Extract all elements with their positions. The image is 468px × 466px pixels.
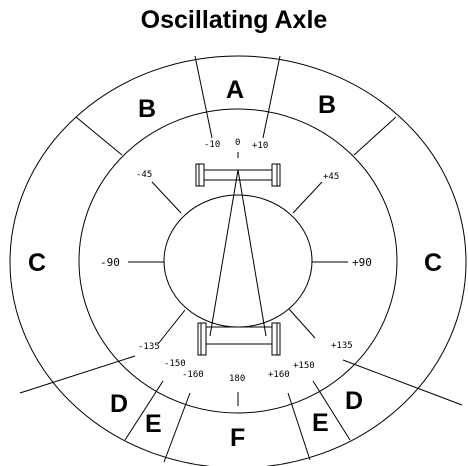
a-frame-right — [237, 169, 267, 337]
angle-pos90-label: +90 — [352, 256, 372, 269]
outer-ring — [9, 55, 467, 466]
divider-a-left — [194, 55, 213, 139]
zone-d-left-label: D — [110, 390, 128, 418]
angle-pos10-label: +10 — [252, 141, 268, 151]
zone-b-left-label: B — [138, 95, 156, 123]
angle-pos160-label: +160 — [268, 370, 290, 380]
tick-neg45 — [151, 181, 182, 214]
angle-pos45-label: +45 — [323, 172, 339, 182]
angle-neg135-label: -135 — [138, 342, 160, 352]
diagram-title: Oscillating Axle — [140, 6, 328, 34]
angle-neg160-label: -160 — [182, 370, 204, 380]
zone-e-right-label: E — [312, 409, 329, 437]
middle-ring — [78, 108, 398, 414]
divider-e-right — [287, 392, 311, 461]
rear-left-wheel — [197, 322, 207, 356]
divider-b-right — [353, 116, 397, 156]
front-left-wheel — [195, 163, 205, 187]
divider-e-left — [163, 392, 191, 463]
a-frame-left — [209, 169, 239, 337]
tick-pos45 — [292, 181, 323, 214]
rear-right-wheel — [271, 322, 281, 356]
divider-a-right — [262, 55, 281, 139]
front-right-wheel — [271, 163, 281, 187]
angle-neg10-label: -10 — [204, 140, 220, 150]
divider-c-right — [342, 359, 463, 406]
angle-pos150-label: +150 — [293, 361, 315, 371]
divider-d-right — [312, 380, 351, 441]
zone-f-label: F — [230, 424, 245, 452]
zone-c-right-label: C — [424, 249, 442, 277]
inner-hub — [163, 194, 313, 328]
machine-outline — [195, 163, 281, 356]
angle-zero-label: 0 — [235, 138, 240, 148]
angle-180-label: 180 — [229, 374, 245, 384]
divider-b-left — [75, 116, 123, 156]
zone-c-left-label: C — [28, 249, 46, 277]
zone-b-right-label: B — [318, 91, 336, 119]
divider-d-left — [124, 380, 164, 441]
angle-pos135-label: +135 — [331, 341, 353, 351]
angle-neg150-label: -150 — [164, 359, 186, 369]
angle-neg90-label: -90 — [100, 256, 120, 269]
zone-e-left-label: E — [145, 410, 162, 438]
divider-c-left — [19, 355, 136, 394]
angle-neg45-label: -45 — [136, 170, 152, 180]
zone-d-right-label: D — [345, 387, 363, 415]
tick-pos135 — [288, 308, 316, 339]
zone-a-label: A — [226, 76, 244, 104]
tick-neg135 — [157, 309, 186, 345]
